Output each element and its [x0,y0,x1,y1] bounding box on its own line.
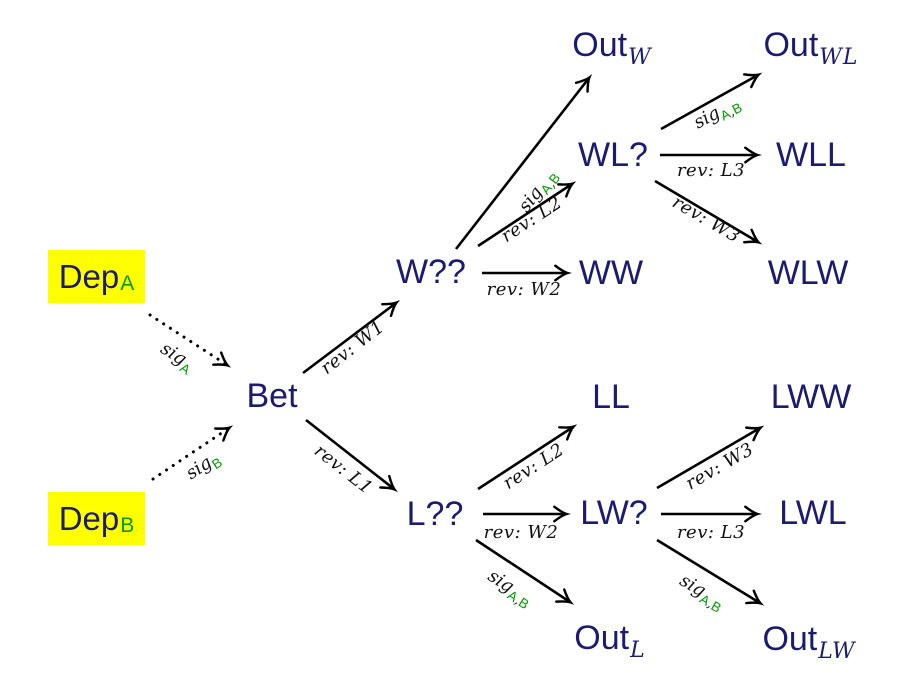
node-wll-label: WLL [776,136,846,174]
node-lww: LWW [771,380,852,414]
node-out-wl-subscript: WL [819,45,859,70]
node-l-unknown-label: L?? [406,495,464,533]
node-wlw: WLW [768,256,849,290]
node-wlw-label: WLW [767,254,849,292]
node-dep-b-subscript: B [120,514,135,537]
edge-w-to-wl-arrow [477,181,577,248]
edge-wl-to-outwl-arrow [660,72,763,131]
node-ww: WW [579,256,643,290]
node-out-lw: OutLW [762,620,855,663]
edge-lw-to-lww-arrow [656,425,765,490]
edge-bet-to-w-arrow [302,299,400,375]
node-l-unknown: L?? [407,497,464,531]
node-lww-label: LWW [770,378,852,416]
node-out-lw-subscript: LW [818,639,856,664]
node-out-lw-label: Out [762,620,818,658]
edge-depB-to-bet-dotted-arrow [151,425,234,481]
node-dep-a-subscript: A [120,272,135,295]
node-out-w: OutW [572,26,651,69]
edge-label-rev-w2-top: rev: W2 [486,279,562,300]
node-wll: WLL [776,138,846,172]
edge-w-to-outw-arrow [454,74,593,250]
edge-bet-to-l-arrow [305,418,398,493]
node-ww-label: WW [578,254,644,292]
node-wl-unknown: WL? [578,138,648,172]
node-dep-b-label: Dep [58,500,120,537]
node-ll: LL [592,380,630,414]
node-lwl-label: LWL [779,494,847,532]
edge-wl-to-wlw-arrow [654,179,763,245]
node-bet-label: Bet [246,377,298,415]
node-dep-a-label: Dep [58,258,120,295]
node-out-w-label: Out [572,26,628,64]
node-out-l: OutL [574,619,645,662]
node-w-unknown-label: W?? [396,253,466,291]
node-out-wl: OutWL [763,26,858,69]
node-out-w-subscript: W [628,45,652,70]
node-ll-label: LL [592,378,630,416]
node-lwl: LWL [779,496,846,530]
edge-label-rev-w2-bottom: rev: W2 [483,522,559,543]
edge-l-to-outl-arrow [475,538,575,605]
edge-l-to-ll-arrow [477,424,578,491]
node-out-l-label: Out [574,619,630,657]
edge-label-rev-l3-top: rev: L3 [676,160,746,181]
edge-lw-to-outlw-arrow [656,538,765,606]
node-lw-unknown-label: LW? [580,494,648,532]
node-out-wl-label: Out [763,26,819,64]
node-lw-unknown: LW? [580,496,647,530]
edge-label-rev-l3-bottom: rev: L3 [676,522,746,543]
node-w-unknown: W?? [396,255,466,289]
node-wl-unknown-label: WL? [578,136,648,174]
edge-depA-to-bet-dotted-arrow [148,313,232,368]
node-bet: Bet [246,379,297,413]
node-out-l-subscript: L [630,638,646,663]
